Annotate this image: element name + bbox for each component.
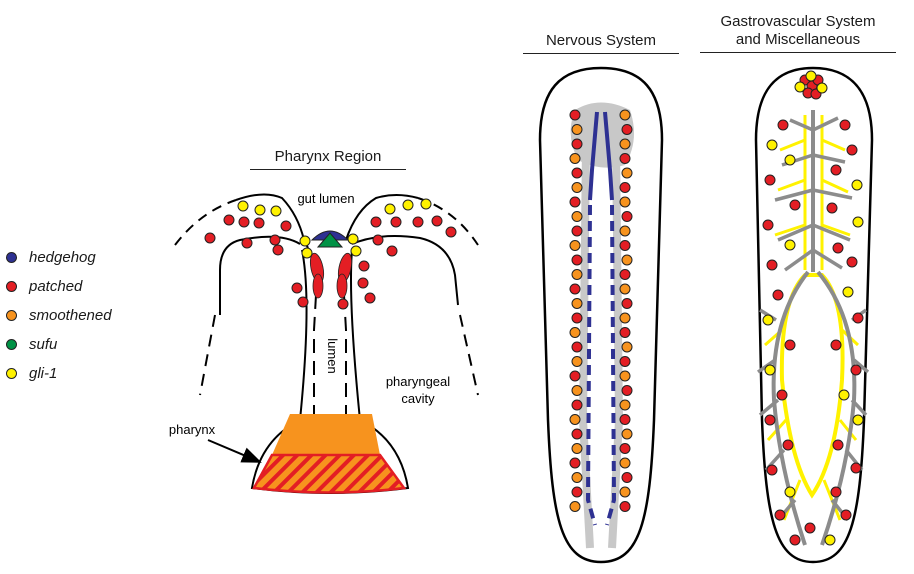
patched-cell (827, 203, 837, 213)
patched-cell (831, 340, 841, 350)
gli1-cell (785, 240, 795, 250)
patched-cell (767, 465, 777, 475)
patched-cell (831, 487, 841, 497)
gli1-cell (825, 535, 835, 545)
patched-cell (763, 220, 773, 230)
patched-cell (853, 313, 863, 323)
patched-cell (833, 243, 843, 253)
patched-cell (775, 510, 785, 520)
gli1-cell (806, 71, 816, 81)
gli1-cell (785, 487, 795, 497)
patched-cell (790, 200, 800, 210)
gli1-cell (763, 315, 773, 325)
gli1-cell (795, 82, 805, 92)
patched-cell (831, 165, 841, 175)
patched-cell (765, 415, 775, 425)
gli1-cell (853, 415, 863, 425)
gli1-cell (853, 217, 863, 227)
patched-cell (783, 440, 793, 450)
patched-cell (773, 290, 783, 300)
patched-cell (767, 260, 777, 270)
gli1-cell (785, 155, 795, 165)
patched-cell (790, 535, 800, 545)
patched-cell (785, 340, 795, 350)
patched-cell (778, 120, 788, 130)
patched-cell (847, 145, 857, 155)
gli1-cell (767, 140, 777, 150)
patched-cell (851, 463, 861, 473)
gli1-cell (765, 365, 775, 375)
patched-cell (833, 440, 843, 450)
patched-cell (851, 365, 861, 375)
patched-cell (840, 120, 850, 130)
gli1-cell (843, 287, 853, 297)
patched-cell (765, 175, 775, 185)
patched-cell (847, 257, 857, 267)
patched-cell (805, 523, 815, 533)
gli1-cell (817, 83, 827, 93)
gli1-cell (852, 180, 862, 190)
patched-cell (777, 390, 787, 400)
gli1-cell (839, 390, 849, 400)
patched-cell (841, 510, 851, 520)
